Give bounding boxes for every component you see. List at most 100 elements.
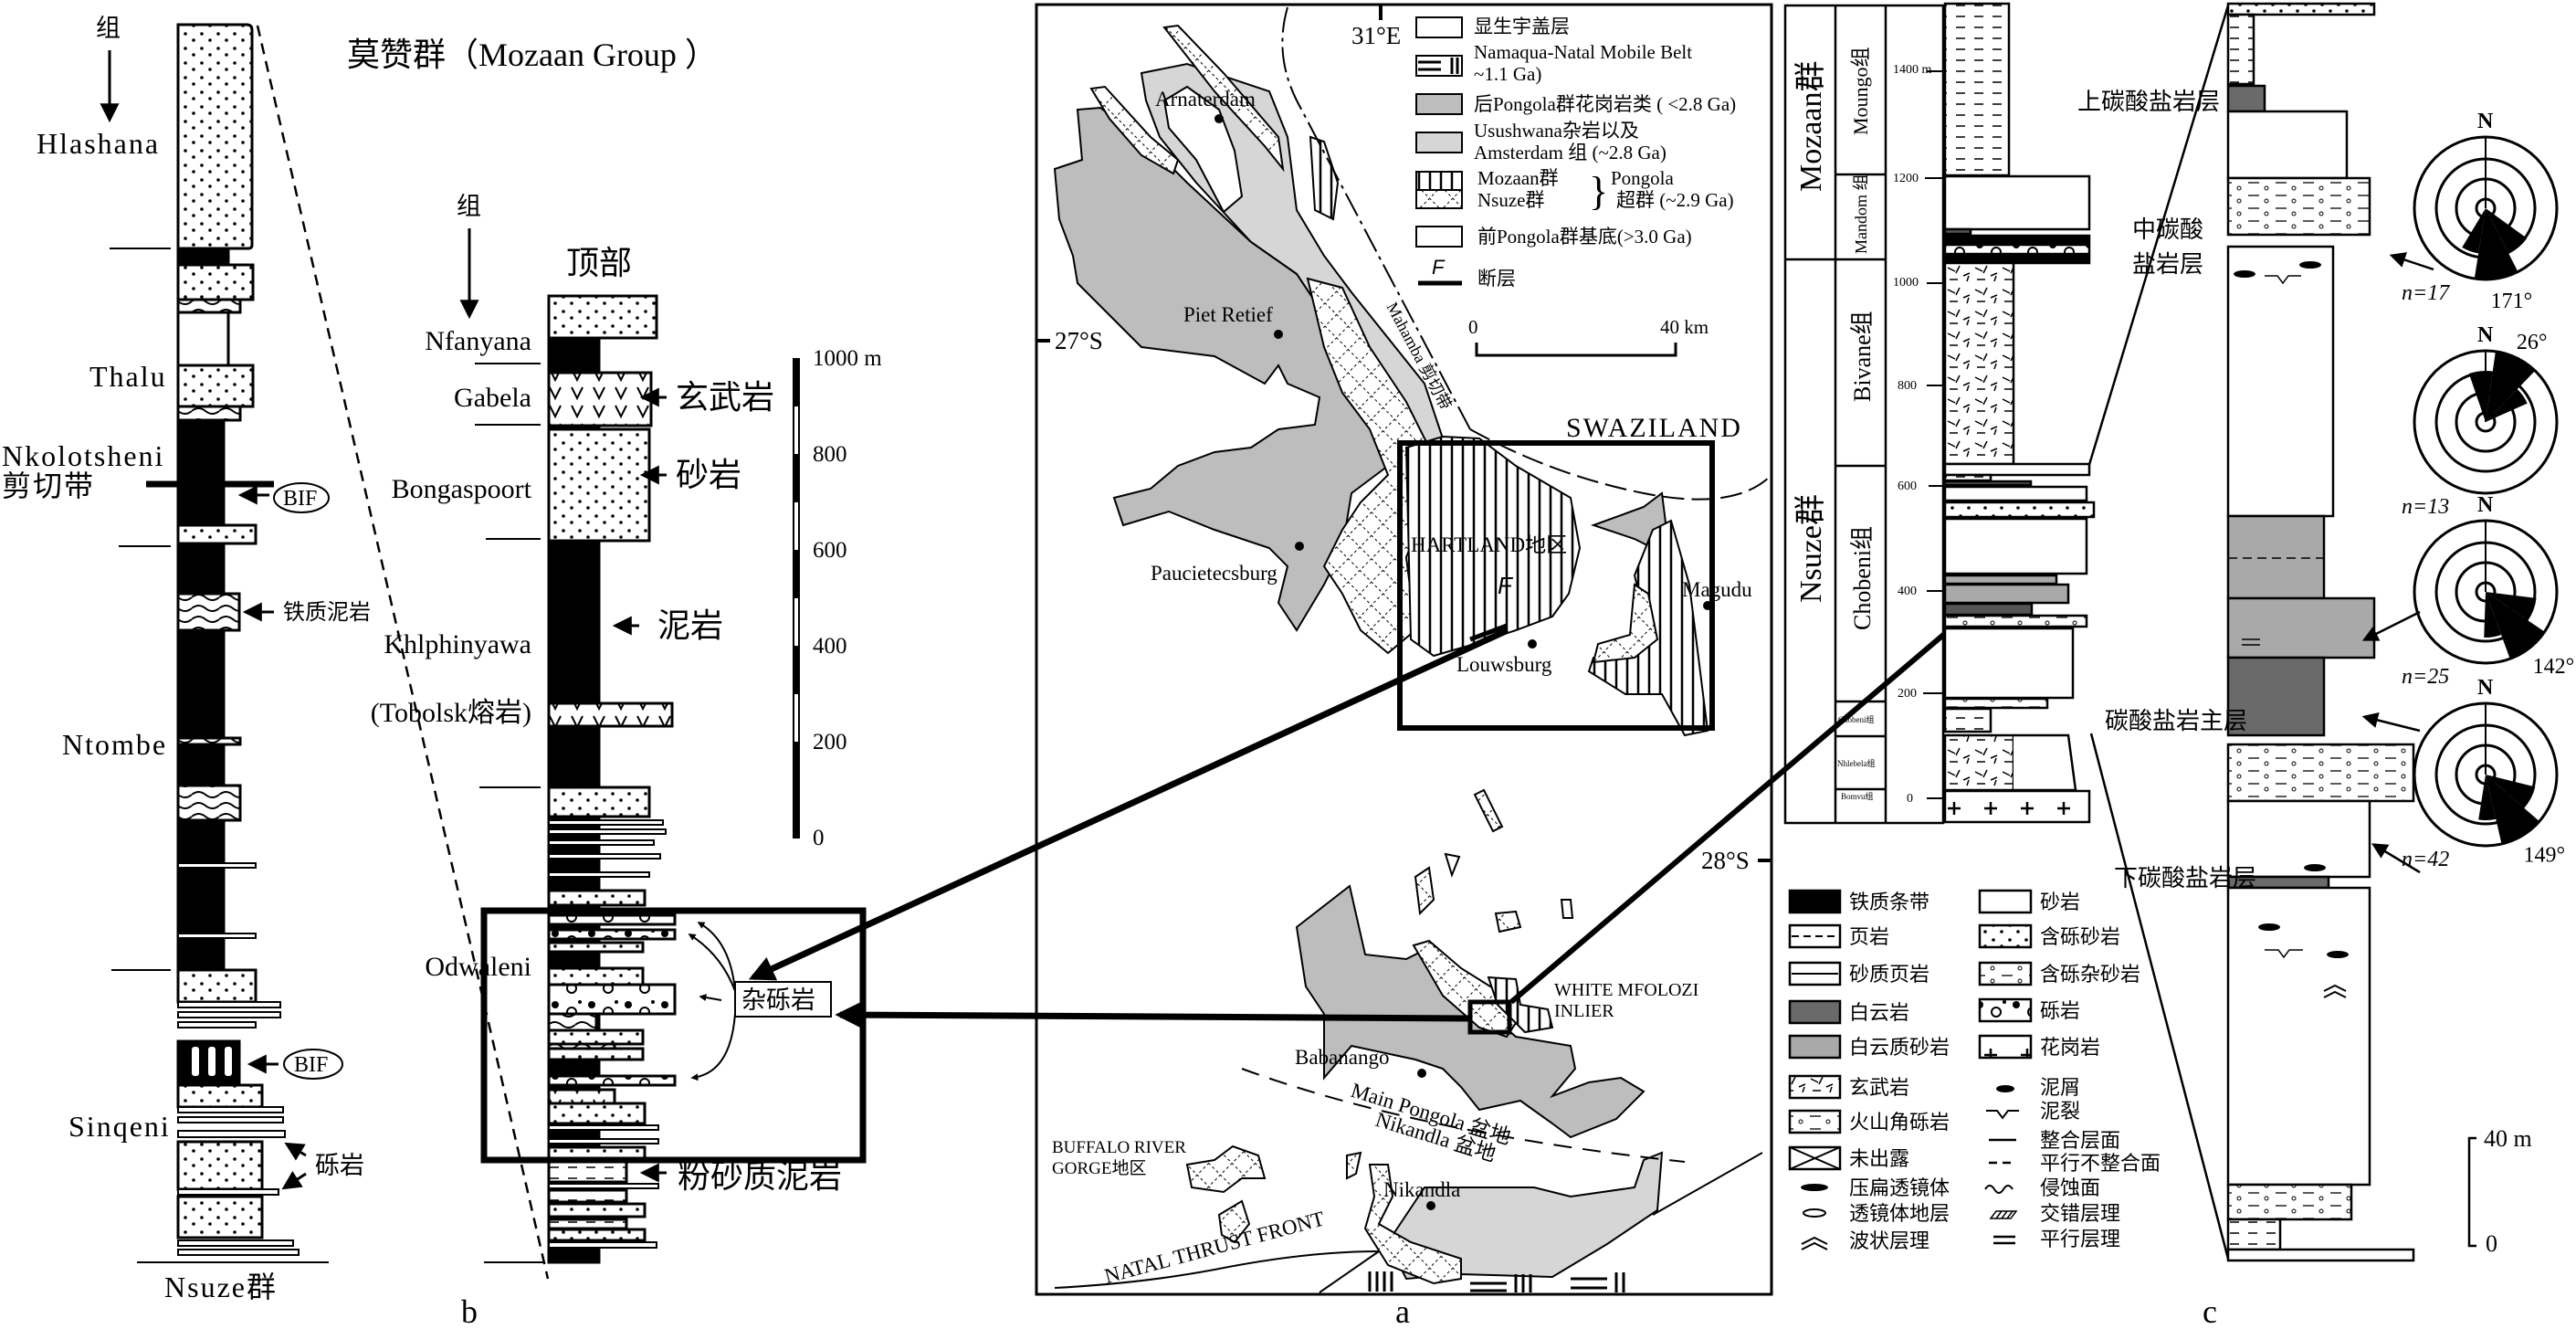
- scale-zero: 0: [2486, 1230, 2497, 1257]
- fault-label: F: [1498, 572, 1514, 599]
- layer-label: 盐岩层: [2132, 251, 2203, 278]
- place-magudu: Magudu: [1682, 578, 1752, 601]
- place-paulpietersburg: Paucietecsburg: [1151, 562, 1277, 585]
- formation-label: Sinqeni: [68, 1110, 171, 1143]
- legend-label: 铁质条带: [1849, 891, 1929, 913]
- place-swaziland: SWAZILAND: [1566, 413, 1742, 443]
- longitude-label: 31°E: [1351, 22, 1401, 49]
- annotation-silty-mudstone: 粉砂质泥岩: [678, 1158, 842, 1195]
- rose-petal: [2486, 208, 2528, 254]
- nsuze-patch: [1494, 910, 1522, 933]
- usushwana-south: [1386, 1151, 1664, 1281]
- latitude-label: 27°S: [1055, 327, 1103, 354]
- place-hartland: HARTLAND地区: [1411, 533, 1567, 556]
- group-label: Nsuze群: [1793, 494, 1828, 603]
- legend-label: Namaqua-Natal Mobile Belt: [1474, 41, 1692, 63]
- legend-label: Usushwana杂岩以及: [1474, 120, 1639, 142]
- legend-label: 透镜体地层: [1849, 1202, 1950, 1225]
- annotation-label: 砾岩: [315, 1152, 364, 1179]
- legend-label: 泥屑: [2040, 1076, 2080, 1099]
- annotation-basalt: 玄武岩: [676, 379, 774, 416]
- nsuze-patch: [1346, 1151, 1362, 1180]
- layer-label: 碳酸盐岩主层: [2105, 708, 2247, 734]
- scale-tick: 800: [813, 442, 847, 467]
- rose-petal: [2486, 775, 2539, 845]
- mean-direction-label: 142°: [2533, 655, 2575, 679]
- panel-a-geological-map: 31°E 27°S 28°S 显生宇盖层 Namaqua-Natal Mobil…: [1035, 3, 1773, 1329]
- fault-symbol: F: [1432, 256, 1446, 279]
- scale-tick: 1400 m: [1893, 63, 1932, 77]
- formation-label: Bongaspoort: [392, 474, 532, 504]
- scale-tick: 600: [1898, 480, 1917, 493]
- basement-patch: [1560, 899, 1574, 919]
- legend-label: 白云岩: [1849, 1001, 1909, 1024]
- legend-label: 交错层理: [2040, 1202, 2120, 1225]
- diamictite-label-box: [734, 981, 832, 1018]
- legend-label: ~1.1 Ga): [1474, 63, 1541, 85]
- column-beds: [1943, 2, 2096, 824]
- formation-label: Chobeni组: [1838, 714, 1875, 724]
- sample-count: n=25: [2402, 665, 2449, 689]
- legend-label: 白云质砂岩: [1849, 1036, 1950, 1059]
- bif-label: BIF: [283, 487, 317, 511]
- formation-label: Bivane组: [1849, 311, 1876, 402]
- formation-label: Thalu: [89, 360, 167, 393]
- layer-label: 下碳酸盐岩层: [2114, 865, 2256, 891]
- place-labels: Arnaterdam Piet Retief Paucietecsburg HA…: [1052, 88, 1752, 1288]
- fault-line: [1469, 623, 1508, 642]
- legend-label: 平行不整合面: [2040, 1152, 2161, 1175]
- annotation-label: 铁质泥岩: [283, 600, 371, 625]
- formation-label: (Tobolsk熔岩): [371, 698, 531, 728]
- formation-label: Nfanyana: [425, 326, 531, 356]
- lithology-legend: 铁质条带页岩砂质页岩白云岩白云质砂岩玄武岩火山角砾岩未出露压扁透镜体透镜体地层波…: [1788, 889, 2161, 1252]
- shear-zone-label: 剪切带: [2, 469, 95, 502]
- rose-petal: [2486, 592, 2537, 621]
- formation-label: Nhlebela组: [1837, 758, 1876, 768]
- mozaan-white-mfolozi: [1487, 976, 1554, 1034]
- rose-petal: [2486, 775, 2536, 808]
- nsuze-nikandla: [1363, 1164, 1462, 1285]
- formation-label: Ntombe: [62, 728, 167, 761]
- place-amsterdam: Arnaterdam: [1155, 88, 1256, 111]
- annotation-mudstone: 泥岩: [657, 607, 723, 644]
- formation-label: Chobeni组: [1849, 526, 1876, 630]
- bif-label: BIF: [294, 1053, 328, 1077]
- scale-tick: 200: [813, 730, 847, 754]
- place-white-mfolozi: WHITE MFOLOZI: [1554, 980, 1698, 1000]
- map-scale-bar: 0 40 km: [1468, 316, 1709, 357]
- scale-tick: 1200: [1893, 172, 1919, 185]
- thickness-scale-bar: 1000 m 800 600 400 200 0: [793, 346, 882, 850]
- legend-label: Mozaan群: [1477, 167, 1559, 189]
- legend-label: 压扁透镜体: [1849, 1176, 1950, 1199]
- scale-tick: 400: [813, 634, 847, 659]
- nsuze-patch: [1473, 788, 1504, 833]
- legend-label: 整合层面: [2040, 1129, 2120, 1152]
- basement-patch: [1444, 852, 1461, 879]
- scale-tick: 1000 m: [813, 346, 882, 371]
- scale-tick: 200: [1898, 687, 1917, 701]
- panel-label-a: a: [1395, 1293, 1410, 1329]
- left-stratigraphic-column: 组 Hlashana Thalu Nkolotsheni 剪切带 Ntombe …: [2, 15, 550, 1303]
- mozaan-strip: [1309, 135, 1340, 221]
- place-babanango: Babanango: [1295, 1046, 1389, 1069]
- legend-label: Amsterdam 组 (~2.8 Ga): [1474, 142, 1667, 163]
- north-label: N: [2477, 493, 2494, 517]
- north-label: N: [2477, 676, 2494, 700]
- rose-pointer-arrows: [2361, 252, 2434, 874]
- group-base-label: Nsuze群: [164, 1271, 278, 1303]
- legend-label: 火山角砾岩: [1849, 1111, 1950, 1134]
- legend-label: 含砾杂砂岩: [2040, 963, 2140, 986]
- bif-oval: [273, 482, 330, 513]
- scale-max: 40 km: [1660, 316, 1709, 338]
- nsuze-buffalo: [1185, 1144, 1267, 1194]
- place-piet-retief: Piet Retief: [1183, 303, 1273, 326]
- legend-label: 砂岩: [2040, 891, 2080, 913]
- sample-count: n=13: [2402, 495, 2449, 519]
- brace-icon: }: [1589, 169, 1608, 214]
- mean-direction-label: 149°: [2524, 844, 2566, 868]
- legend-label: 侵蚀面: [2040, 1176, 2100, 1199]
- legend-label: 花岗岩: [2040, 1036, 2100, 1059]
- latitude-label: 28°S: [1701, 847, 1750, 874]
